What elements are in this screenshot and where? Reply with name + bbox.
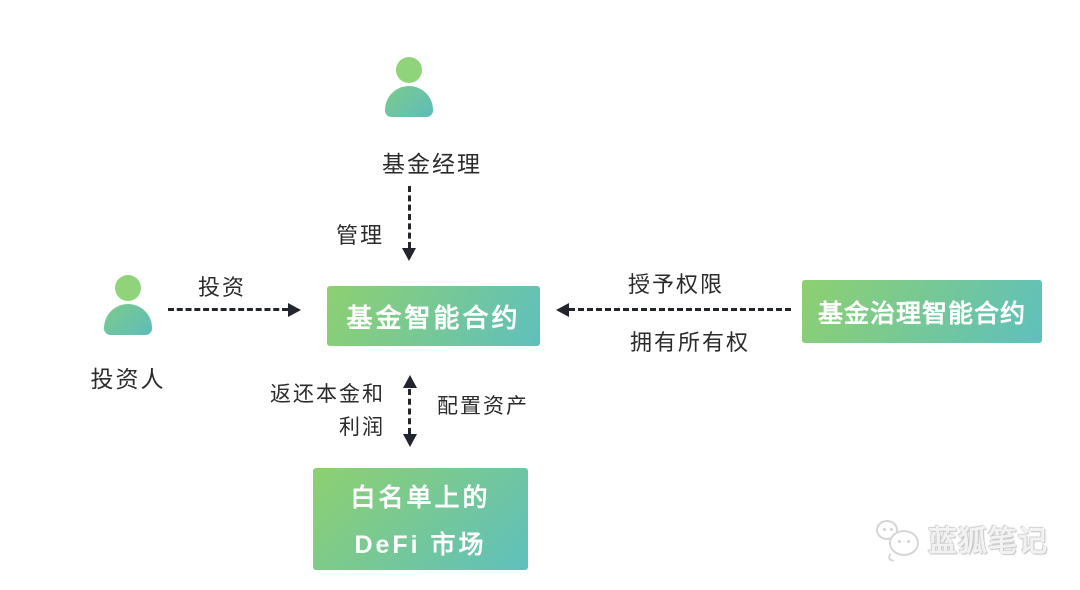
wechat-icon bbox=[874, 514, 924, 564]
invest-edge-label: 投资 bbox=[197, 275, 246, 300]
governance-contract-label: 基金治理智能合约 bbox=[817, 299, 1026, 328]
person-head bbox=[396, 57, 422, 83]
fund-manager-person-icon bbox=[385, 57, 433, 117]
defi-market-label-line2: DeFi 市场 bbox=[354, 530, 487, 559]
allocate-right-label: 配置资产 bbox=[437, 394, 529, 418]
investor-label: 投资人 bbox=[90, 367, 166, 392]
chat-bubble-big bbox=[889, 530, 919, 556]
manage-arrowhead-icon bbox=[402, 248, 416, 261]
fund-contract-box: 基金智能合约 bbox=[327, 286, 540, 346]
watermark-text: 蓝狐笔记 bbox=[928, 526, 1049, 558]
allocate-left-label-line2: 利润 bbox=[339, 415, 385, 439]
investor-person-icon bbox=[104, 275, 152, 335]
defi-market-box: 白名单上的 DeFi 市场 bbox=[313, 468, 528, 570]
defi-market-label-line1: 白名单上的 bbox=[350, 483, 491, 512]
invest-arrow-line bbox=[168, 308, 288, 311]
fund-manager-label: 基金经理 bbox=[382, 152, 482, 177]
allocate-arrow-line bbox=[408, 389, 411, 434]
person-head bbox=[115, 275, 141, 301]
allocate-down-arrowhead-icon bbox=[403, 434, 417, 447]
allocate-left-label: 返还本金和 利润 bbox=[255, 378, 385, 444]
manage-arrow-line bbox=[408, 186, 411, 248]
person-body bbox=[104, 304, 152, 335]
chat-bubble-tail bbox=[887, 553, 896, 562]
authorize-bottom-label: 拥有所有权 bbox=[629, 330, 750, 355]
fund-contract-label: 基金智能合约 bbox=[346, 302, 521, 333]
authorize-arrow-line bbox=[569, 308, 791, 311]
allocate-up-arrowhead-icon bbox=[403, 375, 417, 388]
invest-arrowhead-icon bbox=[288, 303, 301, 317]
governance-contract-box: 基金治理智能合约 bbox=[802, 280, 1042, 343]
person-body bbox=[385, 86, 433, 117]
authorize-top-label: 授予权限 bbox=[627, 272, 724, 297]
watermark: 蓝狐笔记 bbox=[874, 514, 1048, 564]
manage-edge-label: 管理 bbox=[335, 223, 384, 248]
authorize-arrowhead-icon bbox=[556, 303, 569, 317]
allocate-left-label-line1: 返还本金和 bbox=[270, 382, 385, 406]
